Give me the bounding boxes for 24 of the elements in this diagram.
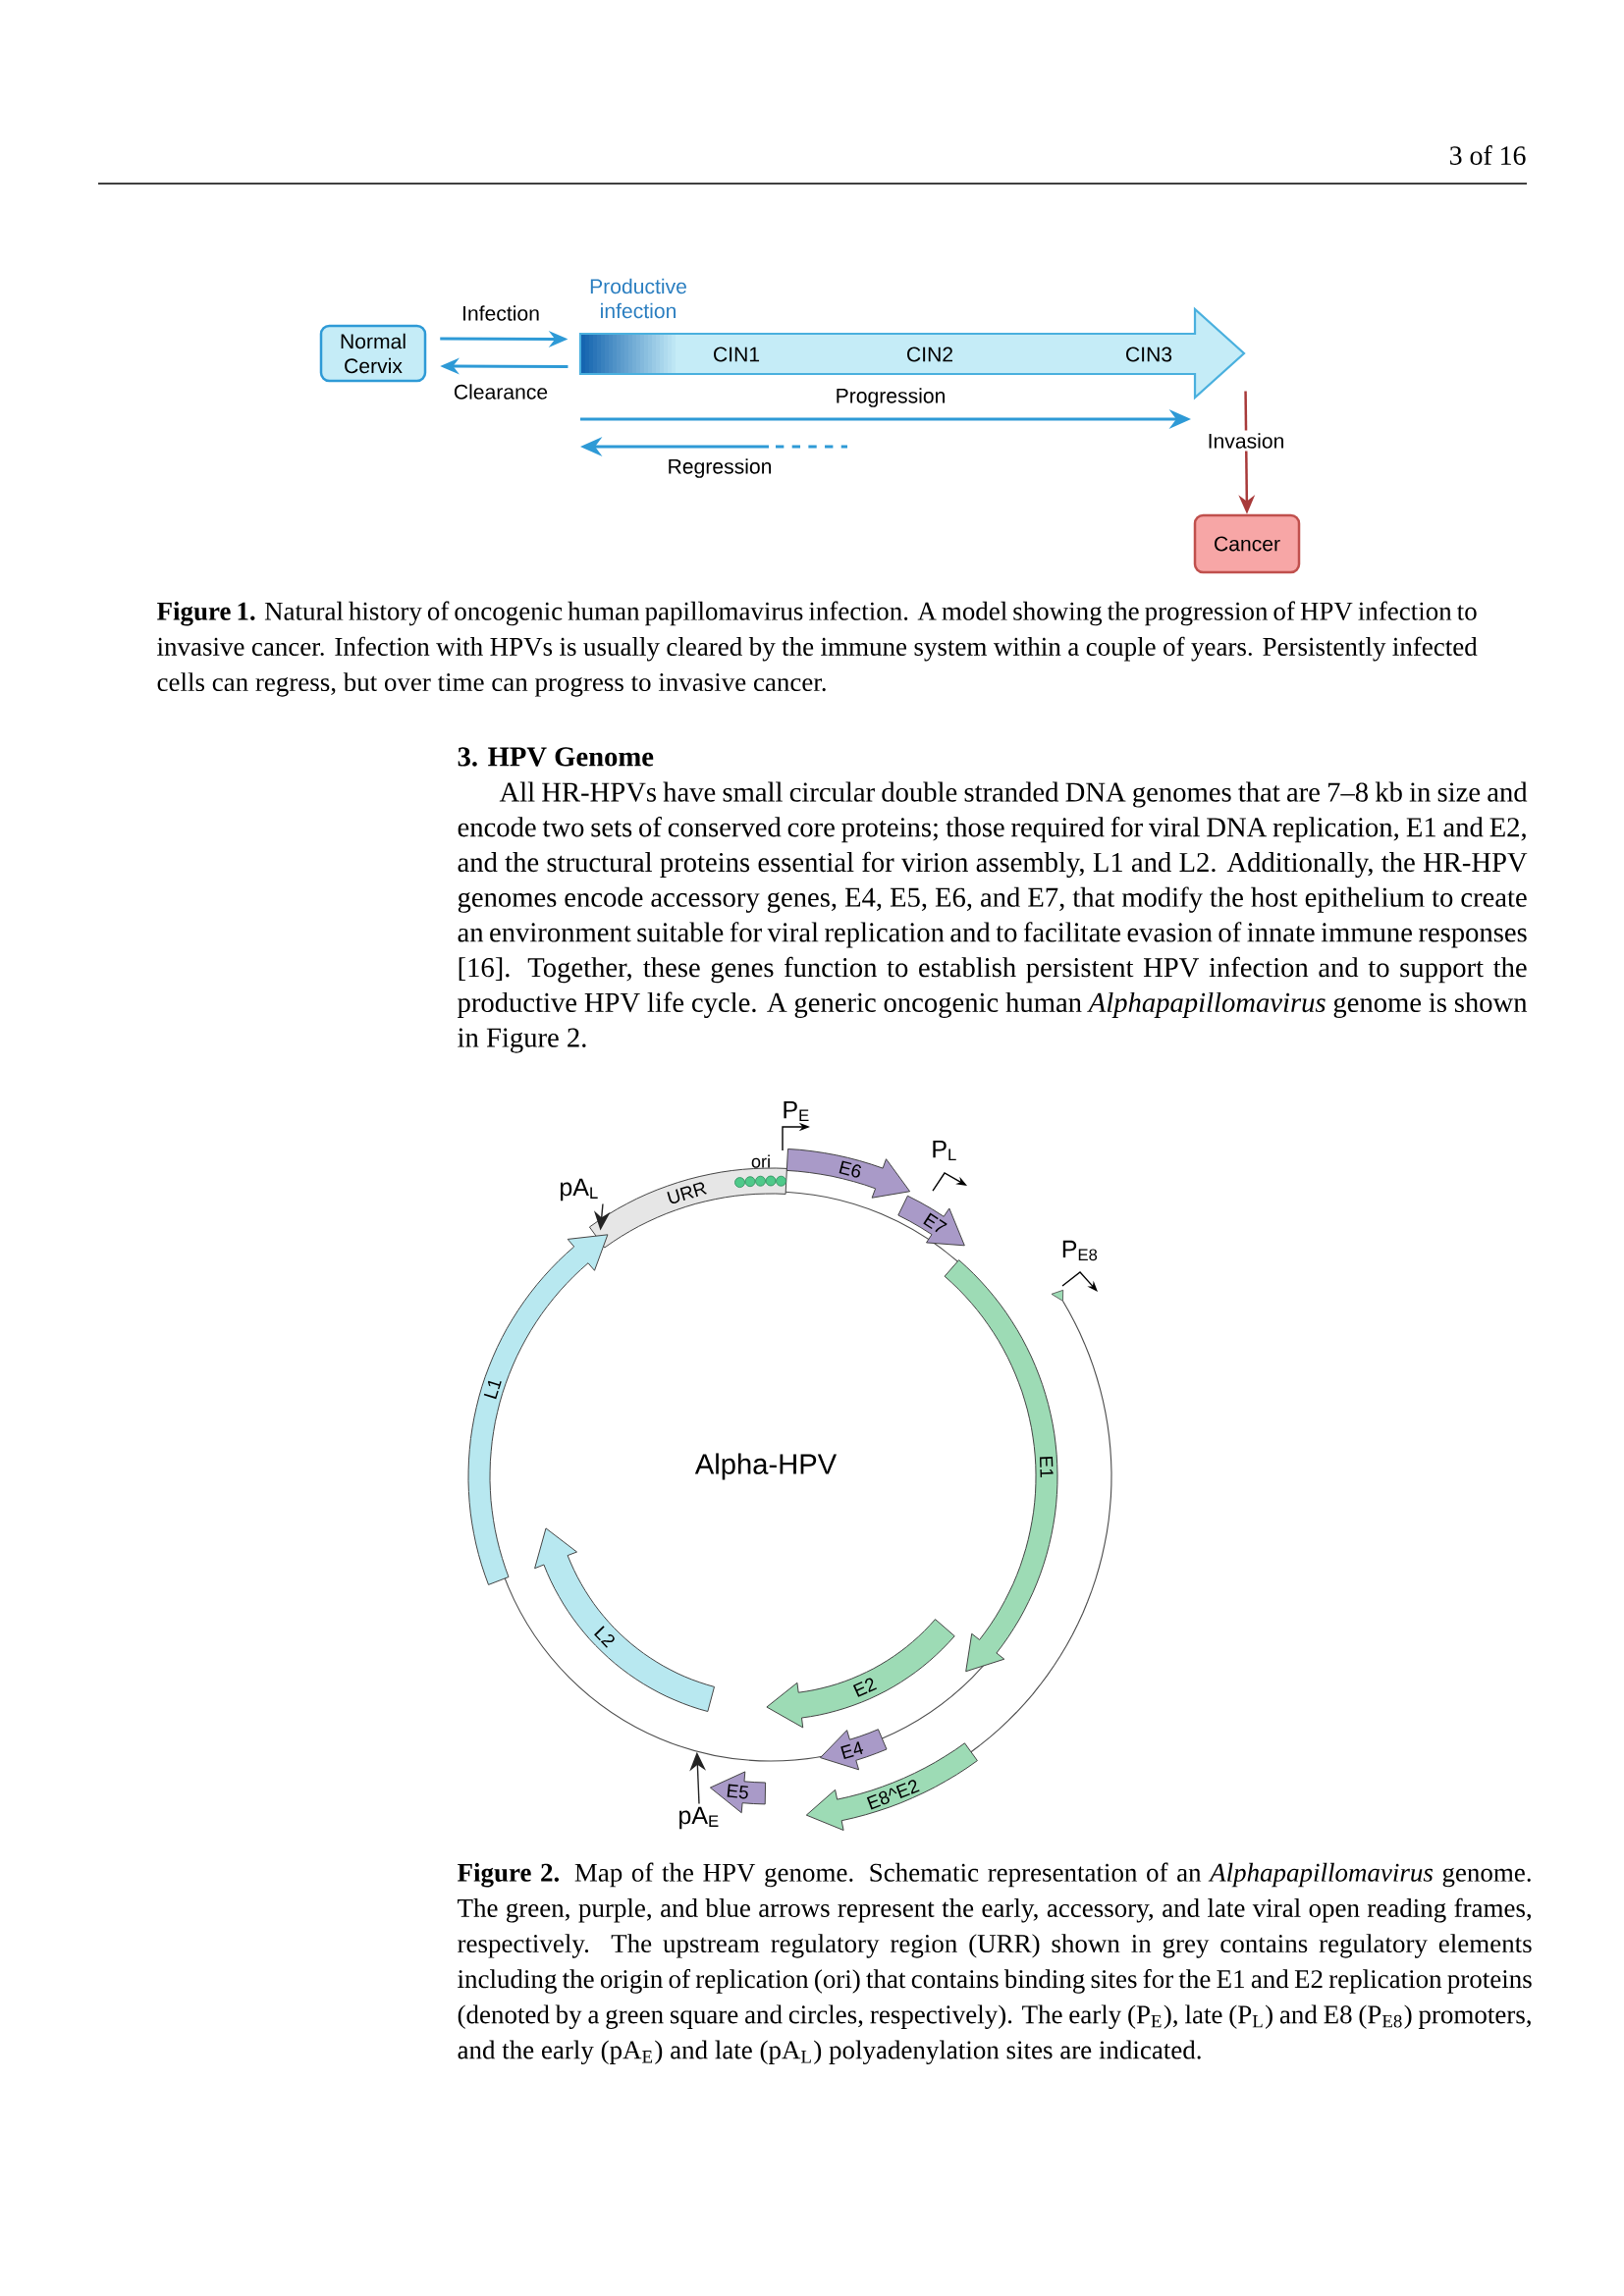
section-heading: 3. HPV Genome xyxy=(458,747,654,767)
edge-label: Clearance xyxy=(451,381,551,402)
arrow-label: Progression xyxy=(837,388,945,407)
figure-caption: Figure 1. Natural history of oncogenic human papillomavirus infection. A model showing the progression of HPV infection to invasive cancer. Infection with HPVs is usually cleared by the immune system within a couple of years. Persistently infected cells can regress, but over time can progress to invasive cancer. xyxy=(157,601,1478,697)
stage-label: CIN2 xyxy=(907,347,952,362)
reading-frame-block: E6 xyxy=(785,1148,911,1199)
promoter-label: P$_{L}$ xyxy=(933,1140,956,1161)
promoter-label: P$_{E}$ xyxy=(784,1100,809,1122)
reading-frame-block: E7 xyxy=(897,1195,965,1247)
reading-frame-block: E5 xyxy=(709,1771,767,1814)
stage-box: Cancer xyxy=(1193,513,1301,574)
promoter-label: P$_{E8}$ xyxy=(1062,1240,1098,1261)
edge-label: Invasion xyxy=(1204,430,1288,452)
figure-caption: Figure 2. Map of the HPV genome. Schematic representation of an Alphapapillomavirus genome. The green, purple, and blue arrows represent the early, accessory, and late viral open reading frames, respectively. The upstream regulatory region (URR) shown in grey contains regulatory elements including the origin of replication (ori) that contains binding sites for the E1 and E2 replication proteins (denoted by a green square and circles, respectively). The early (P$_{E}$), late (P$_{L}$) and E8 (P$_{E8}$) promoters, and the early (pA$_{E}$) and late (pA$_{L}$) polyadenylation sites are indicated. xyxy=(458,1862,1532,2065)
reading-frame-block: L1 xyxy=(467,1234,609,1585)
stage-label: CIN3 xyxy=(1126,347,1172,362)
stage-box: Normal Cervix xyxy=(319,324,427,383)
stage-label: CIN1 xyxy=(714,347,760,362)
arrow-label: Regression xyxy=(669,458,772,478)
edge-label: Infection xyxy=(459,302,543,324)
body-text: All HR-HPVs have small circular double stranded DNA genomes that are 7–8 kb in size and encode two sets of conserved core proteins; those required for viral DNA replication, E1 and E2, and the structural proteins essential for virion assembly, L1 and L2. Additionally, the HR-HPV genomes encode accessory genes, E4, E5, E6, and E7, that modify the host epithelium to create an environment suitable for viral replication and to facilitate evasion of innate immune responses [16]. Together, these genes function to establish persistent HPV infection and to support the productive HPV life cycle. A generic oncogenic human Alphapapillomavirus genome is shown in Figure 2. xyxy=(458,781,1528,1053)
origin-label: ori xyxy=(751,1154,770,1168)
page-number: 3 of 16 xyxy=(1450,145,1526,165)
stage-heading: Productive infection xyxy=(590,278,686,319)
